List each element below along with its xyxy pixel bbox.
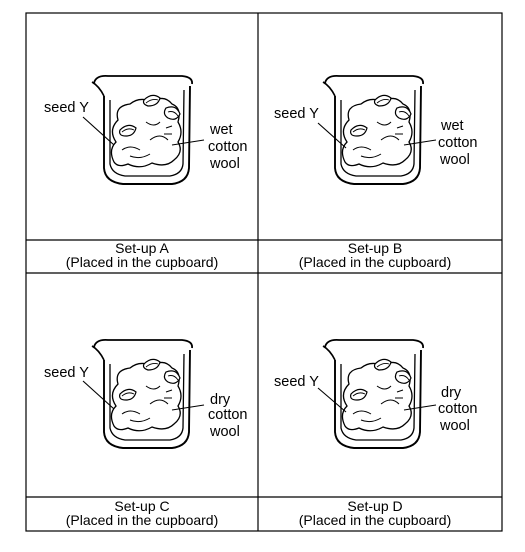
setup-d-figure: seed Y dry cotton wool <box>274 338 478 449</box>
wool-label-d-line2: cotton <box>438 401 478 417</box>
caption-a-title: Set-up A <box>115 240 169 256</box>
wool-label-a-line3: wool <box>209 156 240 172</box>
wool-label-c-line2: cotton <box>208 407 248 423</box>
seed-label-b: seed Y <box>274 106 319 122</box>
wool-label-b-line1: wet <box>440 118 464 134</box>
caption-b-title: Set-up B <box>347 240 403 256</box>
beaker-c <box>91 338 194 449</box>
beaker-d <box>322 338 425 449</box>
setup-a-figure: seed Y wet cotton wool <box>44 74 248 185</box>
setup-c-figure: seed Y dry cotton wool <box>44 338 248 449</box>
beaker-b <box>322 74 425 185</box>
caption-b-subtitle: (Placed in the cupboard) <box>298 254 452 270</box>
seed-label-a: seed Y <box>44 100 89 116</box>
caption-setup-a: Set-up A (Placed in the cupboard) <box>27 241 257 269</box>
caption-setup-d: Set-up D (Placed in the cupboard) <box>260 499 490 527</box>
setup-b-figure: seed Y wet cotton wool <box>274 74 478 185</box>
beaker-a <box>91 74 194 185</box>
seed-label-d: seed Y <box>274 374 319 390</box>
wool-label-d-line1: dry <box>441 385 462 401</box>
seed-label-c: seed Y <box>44 365 89 381</box>
caption-c-subtitle: (Placed in the cupboard) <box>65 512 219 528</box>
caption-d-title: Set-up D <box>347 498 403 514</box>
wool-label-a-line1: wet <box>209 122 233 138</box>
caption-d-subtitle: (Placed in the cupboard) <box>298 512 452 528</box>
wool-label-b-line3: wool <box>439 152 470 168</box>
wool-label-b-line2: cotton <box>438 135 478 151</box>
wool-label-c-line1: dry <box>210 392 231 408</box>
grid-lines <box>25 12 503 532</box>
caption-c-title: Set-up C <box>114 498 170 514</box>
caption-setup-b: Set-up B (Placed in the cupboard) <box>260 241 490 269</box>
caption-a-subtitle: (Placed in the cupboard) <box>65 254 219 270</box>
wool-label-d-line3: wool <box>439 418 470 434</box>
caption-setup-c: Set-up C (Placed in the cupboard) <box>27 499 257 527</box>
wool-label-c-line3: wool <box>209 424 240 440</box>
wool-label-a-line2: cotton <box>208 139 248 155</box>
